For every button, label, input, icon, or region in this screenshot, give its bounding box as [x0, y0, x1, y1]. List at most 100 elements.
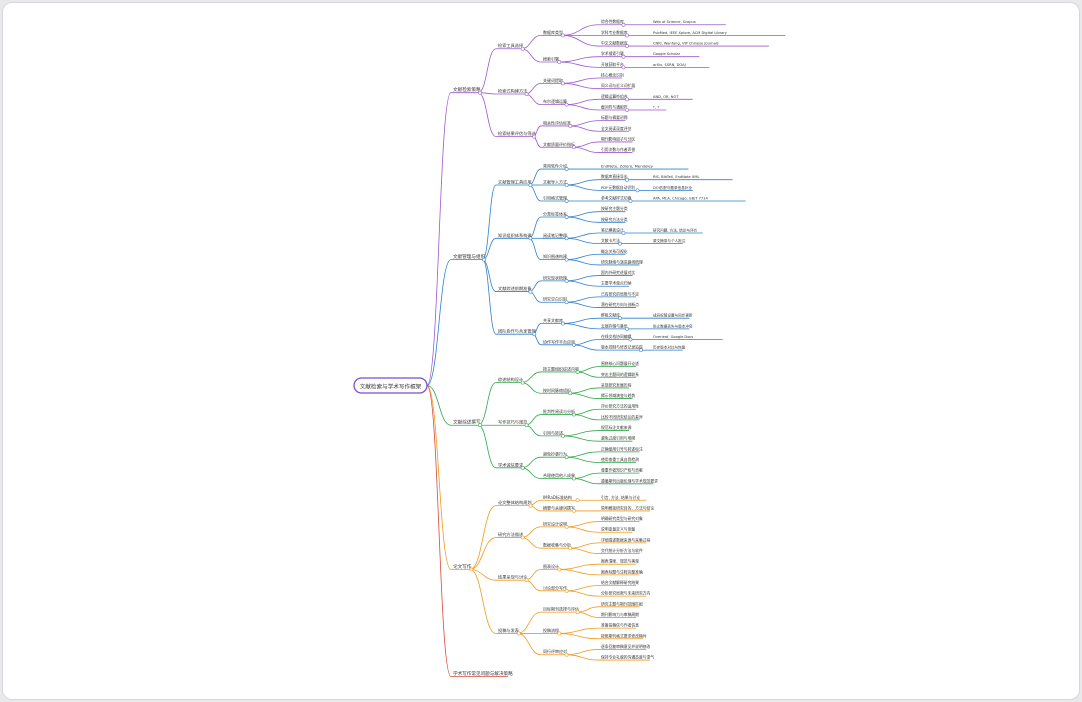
topic-node[interactable]: 布尔逻辑运算 [541, 98, 567, 106]
topic-node[interactable]: 学术搜索引擎 [599, 51, 624, 58]
topic-node[interactable]: 版本控制与修改记录追踪 [599, 345, 643, 351]
topic-node[interactable]: 论文整体结构规划 [496, 499, 532, 506]
topic-node[interactable]: 准备投稿信与作者信息 [599, 623, 639, 629]
topic-node[interactable]: 数据库直接导出 [599, 174, 628, 181]
collapse-toggle-icon[interactable] [482, 257, 487, 262]
topic-node[interactable]: Overleaf, Google Docs [651, 335, 723, 340]
topic-node[interactable]: 正确使用引号与转述标注 [599, 446, 643, 453]
topic-node[interactable]: 期刊影响因子与分区 [599, 136, 635, 143]
topic-node[interactable]: 历史版本对比与恢复 [651, 345, 686, 351]
collapse-toggle-icon[interactable] [625, 97, 629, 102]
branch-node[interactable]: 文献检索策略 [451, 86, 481, 93]
collapse-toggle-icon[interactable] [621, 231, 626, 235]
branch-node[interactable]: 文献综述撰写 [451, 419, 481, 426]
collapse-toggle-icon[interactable] [568, 391, 573, 396]
collapse-toggle-icon[interactable] [561, 33, 565, 38]
topic-node[interactable]: 使用查重工具自我检测 [599, 457, 639, 463]
topic-node[interactable]: 国内外研究进展对比 [599, 270, 635, 276]
topic-node[interactable]: 共享文献库 [541, 317, 563, 324]
collapse-toggle-icon[interactable] [564, 652, 569, 657]
topic-node[interactable]: 呈现研究发展历程 [599, 382, 632, 389]
collapse-toggle-icon[interactable] [564, 215, 569, 219]
collapse-toggle-icon[interactable] [561, 433, 565, 438]
collapse-toggle-icon[interactable] [561, 321, 565, 326]
topic-node[interactable]: 按主题组织综述内容 [541, 365, 579, 373]
topic-node[interactable]: 写作技巧与规范 [496, 419, 527, 426]
collapse-toggle-icon[interactable] [524, 578, 529, 583]
collapse-toggle-icon[interactable] [625, 177, 629, 182]
topic-node[interactable]: 评价研究方法的适用性 [599, 404, 639, 410]
topic-node[interactable]: 目标期刊选择与评估 [541, 606, 579, 613]
collapse-toggle-icon[interactable] [524, 92, 529, 96]
topic-node[interactable]: 简明概括研究目的、方法与结论 [599, 505, 654, 512]
collapse-toggle-icon[interactable] [625, 326, 629, 331]
topic-node[interactable]: 笔记模板设计 [599, 227, 624, 234]
collapse-toggle-icon[interactable] [524, 423, 529, 428]
topic-node[interactable]: 知识组织体系构建 [496, 232, 532, 239]
topic-node[interactable]: 主要学术观点归纳 [599, 281, 632, 287]
topic-node[interactable]: 团队协作与共享管理 [496, 328, 537, 335]
topic-node[interactable]: CNKI, Wanfang, VIP Chinese Journals [651, 42, 769, 47]
collapse-toggle-icon[interactable] [477, 90, 482, 95]
collapse-toggle-icon[interactable] [625, 108, 629, 112]
collapse-toggle-icon[interactable] [557, 60, 562, 64]
collapse-toggle-icon[interactable] [564, 167, 569, 171]
collapse-toggle-icon[interactable] [516, 631, 521, 636]
topic-node[interactable]: 研究问题, 方法, 结论与评价 [651, 227, 703, 234]
topic-node[interactable]: 数据收集与分析 [541, 542, 571, 549]
collapse-toggle-icon[interactable] [621, 65, 626, 70]
topic-node[interactable]: arXiv, SSRN, DOAJ [651, 63, 710, 68]
topic-node[interactable]: 图表设计 [541, 563, 559, 570]
topic-node[interactable]: 开放获取平台 [599, 62, 624, 68]
collapse-toggle-icon[interactable] [625, 44, 629, 48]
collapse-toggle-icon[interactable] [532, 332, 537, 337]
topic-node[interactable]: 在线文档协同编辑 [599, 334, 632, 340]
collapse-toggle-icon[interactable] [520, 380, 525, 385]
collapse-toggle-icon[interactable] [528, 236, 533, 241]
collapse-toggle-icon[interactable] [575, 370, 580, 374]
topic-node[interactable]: 群组文献库 [599, 313, 620, 319]
topic-node[interactable]: IMRaD标准结构 [541, 494, 577, 501]
collapse-toggle-icon[interactable] [564, 525, 569, 529]
topic-node[interactable]: 引用与转述 [541, 429, 563, 437]
collapse-toggle-icon[interactable] [520, 46, 525, 51]
topic-node[interactable]: 结果呈现与讨论 [496, 574, 528, 581]
topic-node[interactable]: 按研究方法分类 [599, 217, 628, 223]
topic-node[interactable]: 摘要与关键词撰写 [541, 504, 575, 512]
topic-node[interactable]: 常用软件介绍 [541, 163, 567, 170]
collapse-toggle-icon[interactable] [618, 241, 622, 246]
collapse-toggle-icon[interactable] [557, 567, 562, 572]
topic-node[interactable]: 研究主题与期刊范围匹配 [599, 601, 643, 608]
collapse-toggle-icon[interactable] [572, 476, 576, 481]
collapse-toggle-icon[interactable] [564, 183, 569, 187]
topic-node[interactable]: PubMed, IEEE Xplore, ACM Digital Library [651, 31, 786, 36]
topic-node[interactable]: 参考文献样式切换 [599, 196, 632, 202]
topic-node[interactable]: 研究方法描述 [496, 531, 524, 538]
topic-node[interactable]: 分类标签体系 [541, 210, 567, 218]
topic-node[interactable]: RIS, BibTeX, EndNote XML [651, 175, 733, 181]
topic-node[interactable]: 文献管理工具应用 [496, 179, 532, 186]
topic-node[interactable]: 标题与摘要初筛 [599, 115, 628, 122]
topic-node[interactable]: 按照期刊格式要求修改稿件 [599, 633, 647, 640]
branch-node[interactable]: 文献管理与组织 [451, 253, 486, 260]
collapse-toggle-icon[interactable] [477, 423, 482, 428]
topic-node[interactable]: 引用次数与作者声誉 [599, 147, 635, 153]
topic-node[interactable]: 尊重作者知识产权与贡献 [599, 468, 643, 474]
topic-node[interactable]: 搜索引擎 [541, 56, 559, 63]
topic-node[interactable]: APA, MLA, Chicago, GB/T 7714 [651, 197, 746, 202]
topic-node[interactable]: 讨论部分写作 [541, 584, 567, 592]
collapse-toggle-icon[interactable] [564, 199, 569, 203]
topic-node[interactable]: 文献综述前期准备 [496, 285, 532, 292]
topic-node[interactable]: 综合性数据库 [599, 19, 624, 26]
topic-node[interactable]: 已有研究的局限与不足 [599, 291, 639, 298]
topic-node[interactable]: EndNote, Zotero, Mendeley [599, 164, 689, 170]
collapse-toggle-icon[interactable] [618, 316, 622, 321]
collapse-toggle-icon[interactable] [575, 610, 580, 615]
topic-node[interactable]: 同行评审应对 [541, 648, 567, 656]
collapse-toggle-icon[interactable] [561, 81, 565, 86]
collapse-toggle-icon[interactable] [532, 134, 537, 139]
topic-node[interactable]: 研究现状梳理 [541, 274, 567, 282]
collapse-toggle-icon[interactable] [564, 102, 569, 107]
topic-node[interactable]: 相关性评估标准 [541, 119, 571, 127]
topic-node[interactable]: 文献导入方式 [541, 179, 567, 186]
